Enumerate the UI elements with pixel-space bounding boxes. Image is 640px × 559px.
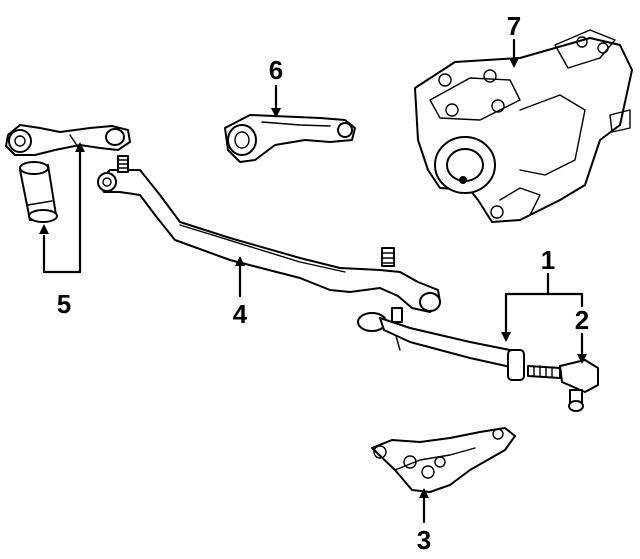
callout-7: 7	[507, 11, 521, 41]
pitman-arm	[224, 114, 356, 163]
steering-gear-box	[414, 29, 633, 223]
callout-6: 6	[269, 55, 283, 85]
leader-lines	[39, 38, 587, 524]
callout-1: 1	[541, 245, 555, 275]
callout-5: 5	[57, 289, 71, 319]
idler-arm-assembly	[5, 124, 131, 223]
callout-2: 2	[575, 305, 589, 335]
bracket	[371, 427, 516, 493]
center-link	[97, 155, 441, 313]
callout-3: 3	[417, 525, 431, 555]
callout-4: 4	[233, 299, 248, 329]
tie-rod-assembly	[357, 307, 599, 412]
